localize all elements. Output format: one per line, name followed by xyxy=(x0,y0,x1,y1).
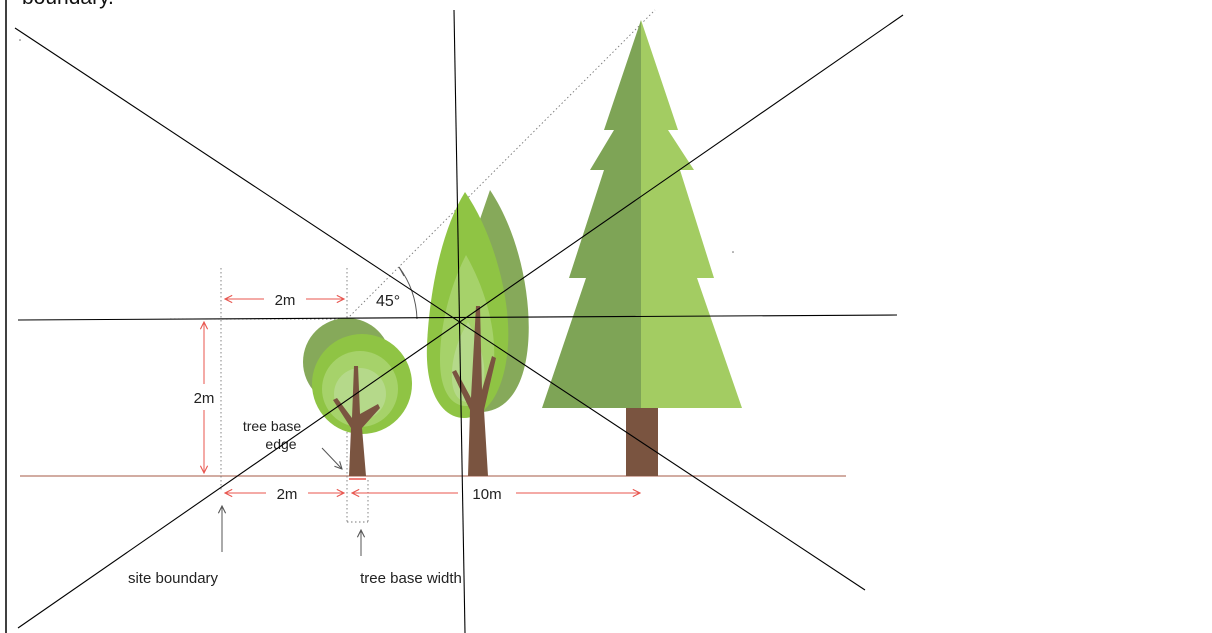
round-tree xyxy=(303,318,412,476)
overlay-line-vertical xyxy=(453,9,466,633)
label-ground-offset: 2m xyxy=(277,486,298,503)
label-tree-spacing: 10m xyxy=(472,486,501,503)
label-top-offset: 2m xyxy=(275,292,296,309)
label-site-boundary: site boundary xyxy=(128,570,219,587)
measurements xyxy=(204,299,640,493)
angle-arc xyxy=(398,266,418,320)
cutoff-caption-text: boundary. xyxy=(22,0,114,10)
diagram-labels: 2m 45° 2m 2m 10m tree base edge site bou… xyxy=(128,292,502,587)
angle-guide-line xyxy=(346,9,656,320)
label-tree-base-width: tree base width xyxy=(360,570,462,587)
pointer-arrows xyxy=(222,447,361,556)
pine-tree xyxy=(542,20,742,476)
overlay-line-horizontal xyxy=(17,314,898,321)
pine-left-half xyxy=(542,20,641,408)
round-tree-trunk xyxy=(333,366,380,476)
pine-right-half xyxy=(641,20,742,408)
tree-base-edge-pointer xyxy=(321,447,342,469)
label-height: 2m xyxy=(194,390,215,407)
overlay-line-diagonal-down xyxy=(14,27,866,591)
angle-arc-tick xyxy=(398,266,405,277)
speck-dot-1 xyxy=(19,39,21,41)
overlay-line-diagonal-up xyxy=(17,14,904,629)
overlay-cross-lines xyxy=(14,9,904,633)
oval-tree xyxy=(426,190,529,476)
pine-trunk xyxy=(626,400,658,476)
oval-tree-trunk xyxy=(452,306,496,476)
speck-dot-2 xyxy=(732,251,734,253)
label-tree-base-edge-1: tree base xyxy=(243,418,302,434)
label-angle: 45° xyxy=(376,293,400,310)
